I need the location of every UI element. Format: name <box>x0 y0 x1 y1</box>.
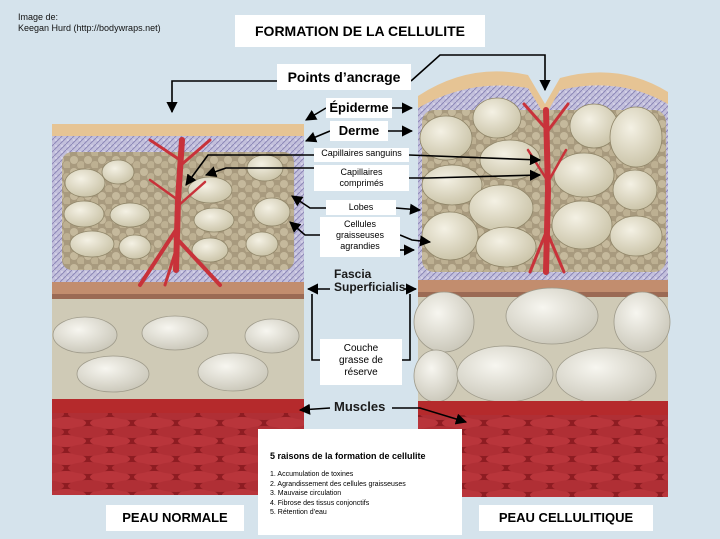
enlarged-fat-lobes <box>419 97 663 268</box>
cellulite-blood-vessel <box>522 102 570 275</box>
cells-line-3: agrandies <box>340 241 380 251</box>
reason-item: 2. Agrandissement des cellules graisseus… <box>270 480 406 488</box>
label-dermis: Derme <box>330 121 388 141</box>
diagram-title: FORMATION DE LA CELLULITE <box>235 15 485 47</box>
compressed-line-2: comprimés <box>339 178 384 188</box>
cellulite-skin-panel <box>413 71 671 497</box>
label-anchor-points: Points d’ancrage <box>277 64 411 90</box>
panel-label-cellulite-skin: PEAU CELLULITIQUE <box>479 505 653 531</box>
reserve-line-2: grasse de <box>339 355 383 366</box>
reasons-box: 5 raisons de la formation de cellulite 1… <box>258 429 462 535</box>
label-lobes: Lobes <box>326 200 396 215</box>
reason-item: 4. Fibrose des tissus conjonctifs <box>270 499 370 507</box>
normal-blood-vessel <box>138 137 222 287</box>
cells-line-2: graisseuses <box>335 230 385 240</box>
label-epidermis: Épiderme <box>326 98 392 118</box>
credit-line-1: Image de: <box>18 12 59 22</box>
arrows <box>166 54 551 425</box>
normal-reserve-fat <box>52 315 300 393</box>
label-enlarged-fat-cells: Cellules graisseuses agrandies <box>320 217 400 257</box>
fascia-line-2: Superficialis <box>334 280 406 294</box>
reason-item: 5. Rétention d’eau <box>270 509 327 517</box>
reserve-line-1: Couche <box>343 343 379 354</box>
credit-line-2: Keegan Hurd (http://bodywraps.net) <box>18 23 161 33</box>
cells-line-1: Cellules <box>343 219 376 229</box>
reason-item: 3. Mauvaise circulation <box>270 490 342 498</box>
reasons-title: 5 raisons de la formation de cellulite <box>270 451 426 461</box>
label-blood-capillaries: Capillaires sanguins <box>314 148 409 162</box>
compressed-line-1: Capillaires <box>340 167 383 177</box>
panel-label-normal-skin: PEAU NORMALE <box>106 505 244 531</box>
reserve-line-3: réserve <box>344 367 378 378</box>
cellulite-reserve-fat <box>413 287 671 405</box>
label-muscles: Muscles <box>334 399 386 414</box>
normal-skin-panel <box>52 124 304 495</box>
image-credit: Image de: Keegan Hurd (http://bodywraps.… <box>18 12 161 34</box>
label-reserve-fat-layer: Couche grasse de réserve <box>320 339 402 385</box>
label-compressed-capillaries: Capillaires comprimés <box>314 165 409 191</box>
label-fascia-superficialis: Fascia Superficialis <box>334 268 405 294</box>
fascia-line-1: Fascia <box>334 267 372 281</box>
reason-item: 1. Accumulation de toxines <box>270 471 354 478</box>
reasons-list: 1. Accumulation de toxines 2. Agrandisse… <box>270 470 452 518</box>
normal-fat-lobes <box>63 154 291 263</box>
